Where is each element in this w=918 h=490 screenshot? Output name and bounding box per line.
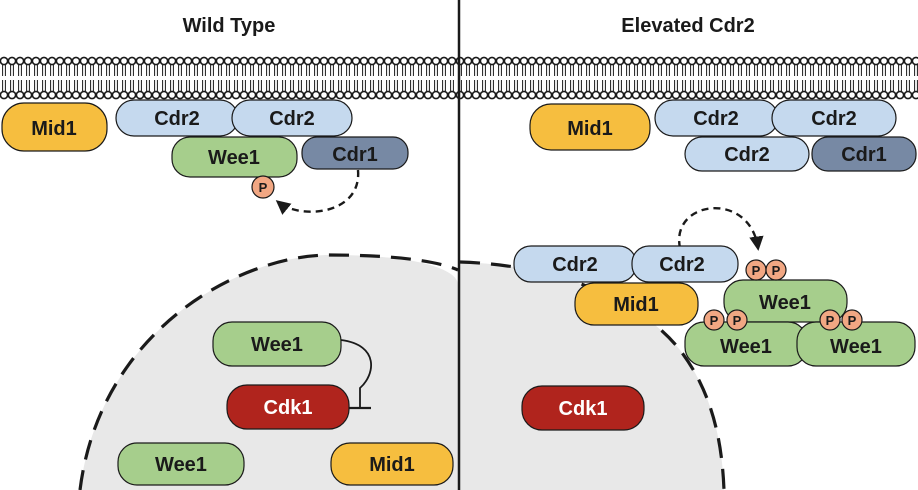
left-mid1-label: Mid1 xyxy=(31,118,77,140)
left-phospho-arrow xyxy=(275,169,360,215)
right-nucleus-cdk1-label: Cdk1 xyxy=(559,398,608,420)
left-nucleus-mid1 xyxy=(330,442,454,486)
left-cdr1 xyxy=(301,136,409,170)
cluster-wee1-top-label: Wee1 xyxy=(759,292,811,314)
left-nucleus-wee1-top-label: Wee1 xyxy=(251,334,303,356)
right-mid1-label: Mid1 xyxy=(567,118,613,140)
right-cdr2-a-label: Cdr2 xyxy=(693,108,739,130)
phospho-p2 xyxy=(765,259,787,281)
cluster-mid1 xyxy=(574,282,699,326)
inhibition-line xyxy=(340,339,372,408)
cluster-wee1-left-label: Wee1 xyxy=(720,336,772,358)
left-nucleus-wee1-top xyxy=(212,321,342,367)
phospho-p6-label: P xyxy=(848,313,857,328)
cluster-phospho-top: P P xyxy=(745,259,787,281)
right-cdr2-b-label: Cdr2 xyxy=(811,108,857,130)
nucleus-right xyxy=(460,262,724,490)
cluster-wee1-right-label: Wee1 xyxy=(830,336,882,358)
left-cdr2-b xyxy=(231,99,353,137)
right-cdr2-c-label: Cdr2 xyxy=(724,144,770,166)
left-nucleus-wee1-bottom-label: Wee1 xyxy=(155,454,207,476)
left-wee1 xyxy=(171,136,298,178)
left-panel-title: Wild Type xyxy=(183,15,276,37)
left-membrane-complex: Mid1 Cdr2 Cdr2 Wee1 Cdr1 P xyxy=(1,99,409,215)
left-mid1 xyxy=(1,102,108,152)
left-nucleus-mid1-label: Mid1 xyxy=(369,454,415,476)
left-phospho xyxy=(251,175,275,199)
right-nucleus-contents: Cdk1 xyxy=(521,385,645,431)
left-nucleus-wee1-bottom xyxy=(117,442,245,486)
cluster-cdr2-a-label: Cdr2 xyxy=(552,254,598,276)
left-nucleus-cdk1 xyxy=(226,384,350,430)
left-cdr2-a-label: Cdr2 xyxy=(154,108,200,130)
left-phospho-label: P xyxy=(259,180,268,195)
cluster-cdr2-b-label: Cdr2 xyxy=(659,254,705,276)
right-phospho-arrow xyxy=(677,207,764,251)
right-cortical-cluster: Cdr2 Cdr2 Mid1 Wee1 Wee1 Wee1 P P P P P … xyxy=(513,207,916,367)
cluster-phospho-left: P P xyxy=(703,309,748,331)
phospho-p6 xyxy=(841,309,863,331)
phospho-p3 xyxy=(703,309,725,331)
cluster-mid1-label: Mid1 xyxy=(613,294,659,316)
right-cdr2-b xyxy=(771,99,897,137)
right-nucleus-cdk1 xyxy=(521,385,645,431)
right-cdr2-c xyxy=(684,136,810,172)
phospho-p4 xyxy=(726,309,748,331)
phospho-p1-label: P xyxy=(752,263,761,278)
left-wee1-label: Wee1 xyxy=(208,147,260,169)
cluster-phospho-right: P P xyxy=(819,309,863,331)
phospho-p3-label: P xyxy=(710,313,719,328)
right-membrane-complex: Mid1 Cdr2 Cdr2 Cdr2 Cdr1 xyxy=(529,99,917,172)
phospho-p5-label: P xyxy=(826,313,835,328)
left-cdr1-label: Cdr1 xyxy=(332,144,378,166)
phospho-p4-label: P xyxy=(733,313,742,328)
right-cdr1 xyxy=(811,136,917,172)
left-cdr2-b-label: Cdr2 xyxy=(269,108,315,130)
phospho-p2-label: P xyxy=(772,263,781,278)
left-nucleus-cdk1-label: Cdk1 xyxy=(264,397,313,419)
right-cdr1-label: Cdr1 xyxy=(841,144,887,166)
nucleus-left-envelope xyxy=(78,253,459,490)
cluster-cdr2-b xyxy=(631,245,739,283)
left-nucleus-contents: Wee1 Cdk1 Wee1 Mid1 xyxy=(117,321,454,486)
nucleus-left xyxy=(80,255,458,490)
phospho-p5 xyxy=(819,309,841,331)
right-panel-title: Elevated Cdr2 xyxy=(621,15,754,37)
right-mid1 xyxy=(529,103,651,151)
